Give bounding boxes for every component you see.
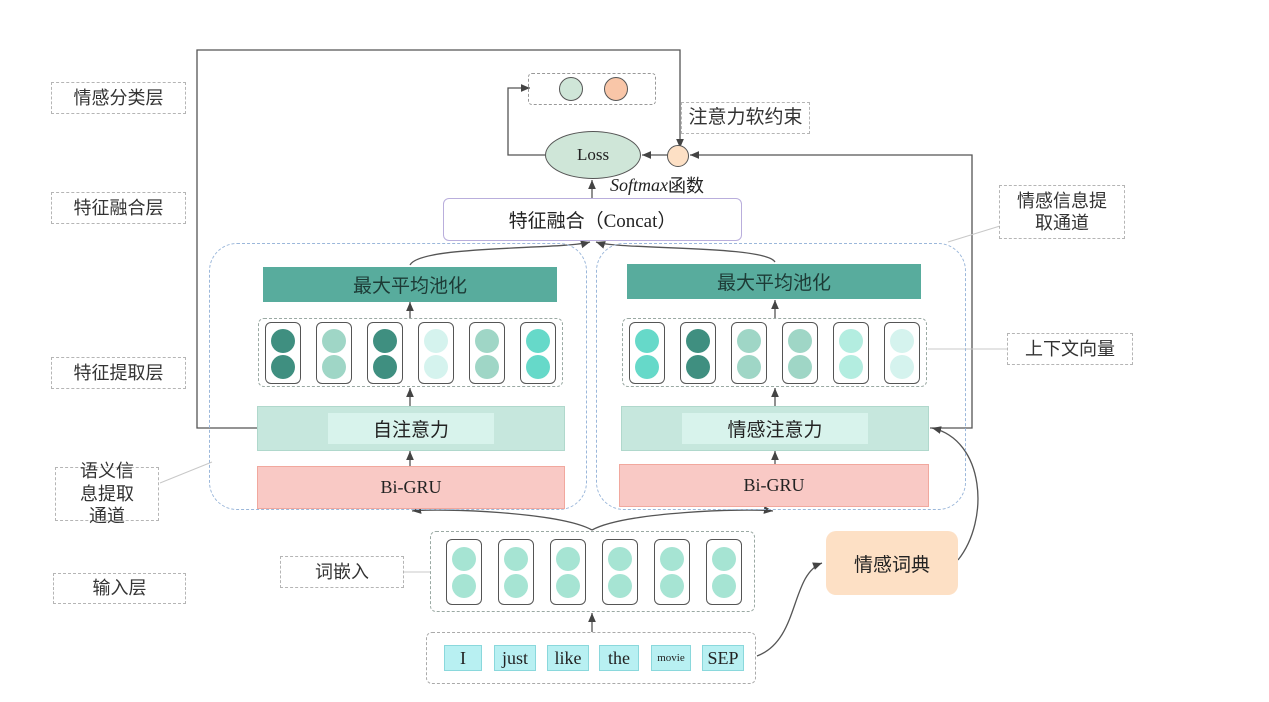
vector-cell <box>322 355 346 379</box>
attention-constraint-label: 注意力软约束 <box>681 102 810 134</box>
softmax-suffix: 函数 <box>668 176 704 196</box>
emotion-channel-label: 情感信息提取通道 <box>999 185 1125 239</box>
vector-cell <box>271 329 295 353</box>
loss-node: Loss <box>545 131 641 179</box>
emotion-lexicon-box: 情感词典 <box>826 531 958 595</box>
semantic-channel <box>209 243 587 510</box>
context-vector <box>833 322 869 384</box>
attention-constraint-node <box>667 145 689 167</box>
vector-cell <box>737 329 761 353</box>
self-attention-label: 自注意力 <box>327 413 494 444</box>
context-vector <box>782 322 818 384</box>
left-context-vectors <box>258 318 563 387</box>
self-attention-box: 自注意力 <box>257 406 565 451</box>
vector-cell <box>712 547 736 571</box>
input-layer-label: 输入层 <box>53 573 186 604</box>
emotion-channel <box>596 243 966 510</box>
vector-cell <box>526 329 550 353</box>
vector-cell <box>608 574 632 598</box>
vector-cell <box>424 355 448 379</box>
vector-cell <box>504 574 528 598</box>
vector-cell <box>839 329 863 353</box>
vector-cell <box>526 355 550 379</box>
emotion-attention-label: 情感注意力 <box>682 413 868 444</box>
left-pooling-box: 最大平均池化 <box>263 267 557 302</box>
vector-cell <box>373 329 397 353</box>
vector-cell <box>712 574 736 598</box>
vector-cell <box>556 574 580 598</box>
embedding-vector <box>654 539 690 605</box>
output-group <box>528 73 656 105</box>
token: movie <box>651 645 691 671</box>
vector-cell <box>686 355 710 379</box>
embedding-vector <box>706 539 742 605</box>
token: like <box>547 645 589 671</box>
embedding-vector <box>602 539 638 605</box>
right-bigru-box: Bi-GRU <box>619 464 929 507</box>
embedding-vector <box>498 539 534 605</box>
emotion-attention-feedback-line <box>690 151 973 429</box>
vector-cell <box>424 329 448 353</box>
embedding-vector <box>550 539 586 605</box>
context-vector <box>418 322 454 384</box>
softmax-name: Softmax <box>610 174 668 195</box>
vector-cell <box>452 574 476 598</box>
vector-cell <box>686 329 710 353</box>
semantic-channel-label: 语义信息提取通道 <box>55 461 159 526</box>
vector-cell <box>635 329 659 353</box>
context-vector <box>469 322 505 384</box>
classification-layer-label: 情感分类层 <box>51 82 186 114</box>
context-vector <box>884 322 920 384</box>
token: the <box>599 645 639 671</box>
context-vector <box>731 322 767 384</box>
vector-cell <box>737 355 761 379</box>
vector-cell <box>890 329 914 353</box>
context-vector-label: 上下文向量 <box>1007 333 1133 365</box>
vector-cell <box>660 574 684 598</box>
emotion-attention-box: 情感注意力 <box>621 406 929 451</box>
token: I <box>444 645 482 671</box>
vector-cell <box>373 355 397 379</box>
vector-cell <box>635 355 659 379</box>
vector-cell <box>322 329 346 353</box>
context-vector <box>367 322 403 384</box>
context-vector <box>520 322 556 384</box>
vector-cell <box>271 355 295 379</box>
right-context-vectors <box>622 318 927 387</box>
left-bigru-box: Bi-GRU <box>257 466 565 509</box>
input-token-group <box>426 632 756 684</box>
word-embedding-group <box>430 531 755 612</box>
vector-cell <box>475 355 499 379</box>
context-vector <box>680 322 716 384</box>
output-positive-node <box>604 77 628 101</box>
vector-cell <box>608 547 632 571</box>
vector-cell <box>556 547 580 571</box>
context-vector <box>629 322 665 384</box>
token: SEP <box>702 645 744 671</box>
context-vector <box>316 322 352 384</box>
vector-cell <box>890 355 914 379</box>
vector-cell <box>452 547 476 571</box>
vector-cell <box>788 355 812 379</box>
extraction-layer-label: 特征提取层 <box>51 357 186 389</box>
right-pooling-box: 最大平均池化 <box>627 264 921 299</box>
output-neutral-node <box>559 77 583 101</box>
feature-fusion-box: 特征融合（Concat） <box>443 198 742 241</box>
self-attention-feedback-line <box>196 49 684 429</box>
vector-cell <box>660 547 684 571</box>
context-vector <box>265 322 301 384</box>
token: just <box>494 645 536 671</box>
vector-cell <box>788 329 812 353</box>
vector-cell <box>504 547 528 571</box>
word-embedding-label: 词嵌入 <box>280 556 404 588</box>
vector-cell <box>839 355 863 379</box>
embedding-vector <box>446 539 482 605</box>
vector-cell <box>475 329 499 353</box>
fusion-layer-label: 特征融合层 <box>51 192 186 224</box>
